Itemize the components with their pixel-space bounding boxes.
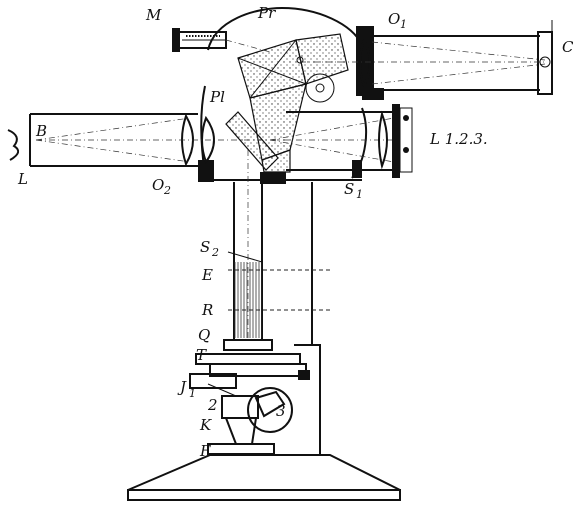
label-k: K bbox=[199, 416, 212, 434]
label-j1: J bbox=[177, 378, 187, 396]
label-2: 2 bbox=[207, 396, 218, 414]
label-f: F bbox=[199, 442, 211, 460]
label-c: C bbox=[562, 38, 573, 56]
label-b: B bbox=[35, 122, 47, 140]
label-l123: L 1.2.3. bbox=[429, 130, 488, 148]
label-pr: Pr bbox=[257, 4, 276, 22]
label-o1-sub: 1 bbox=[400, 18, 407, 31]
vertical-column bbox=[227, 150, 330, 345]
label-o1: O bbox=[388, 10, 400, 28]
label-s1-sub: 1 bbox=[356, 188, 363, 201]
sample-tube bbox=[234, 262, 262, 338]
label-t: T bbox=[196, 346, 207, 364]
label-3: 3 bbox=[276, 402, 286, 420]
label-r: R bbox=[201, 301, 213, 319]
label-s2-sub: 2 bbox=[211, 246, 219, 259]
label-l-eye: L bbox=[17, 170, 28, 188]
scale-tube-m bbox=[172, 28, 271, 53]
micrometer-drum bbox=[247, 387, 293, 433]
label-m: M bbox=[145, 6, 162, 24]
label-o2: O bbox=[152, 176, 164, 194]
stage bbox=[189, 339, 310, 389]
eyepiece-tube-b bbox=[7, 113, 400, 167]
slit-s1 bbox=[269, 104, 413, 178]
prism-pr bbox=[237, 33, 349, 173]
adjustment-screws bbox=[207, 383, 293, 445]
observer-eye-icon bbox=[7, 129, 20, 161]
label-s2: S bbox=[200, 238, 210, 256]
label-o2-sub: 2 bbox=[163, 184, 171, 197]
label-s1: S bbox=[344, 180, 354, 198]
telescope-o1 bbox=[300, 20, 553, 100]
plate-pl bbox=[225, 111, 279, 171]
label-pl: Pl bbox=[209, 88, 225, 106]
label-q: Q bbox=[198, 326, 210, 344]
label-e: E bbox=[201, 266, 213, 284]
label-j1-sub: 1 bbox=[189, 387, 196, 400]
pedestal bbox=[127, 344, 401, 501]
